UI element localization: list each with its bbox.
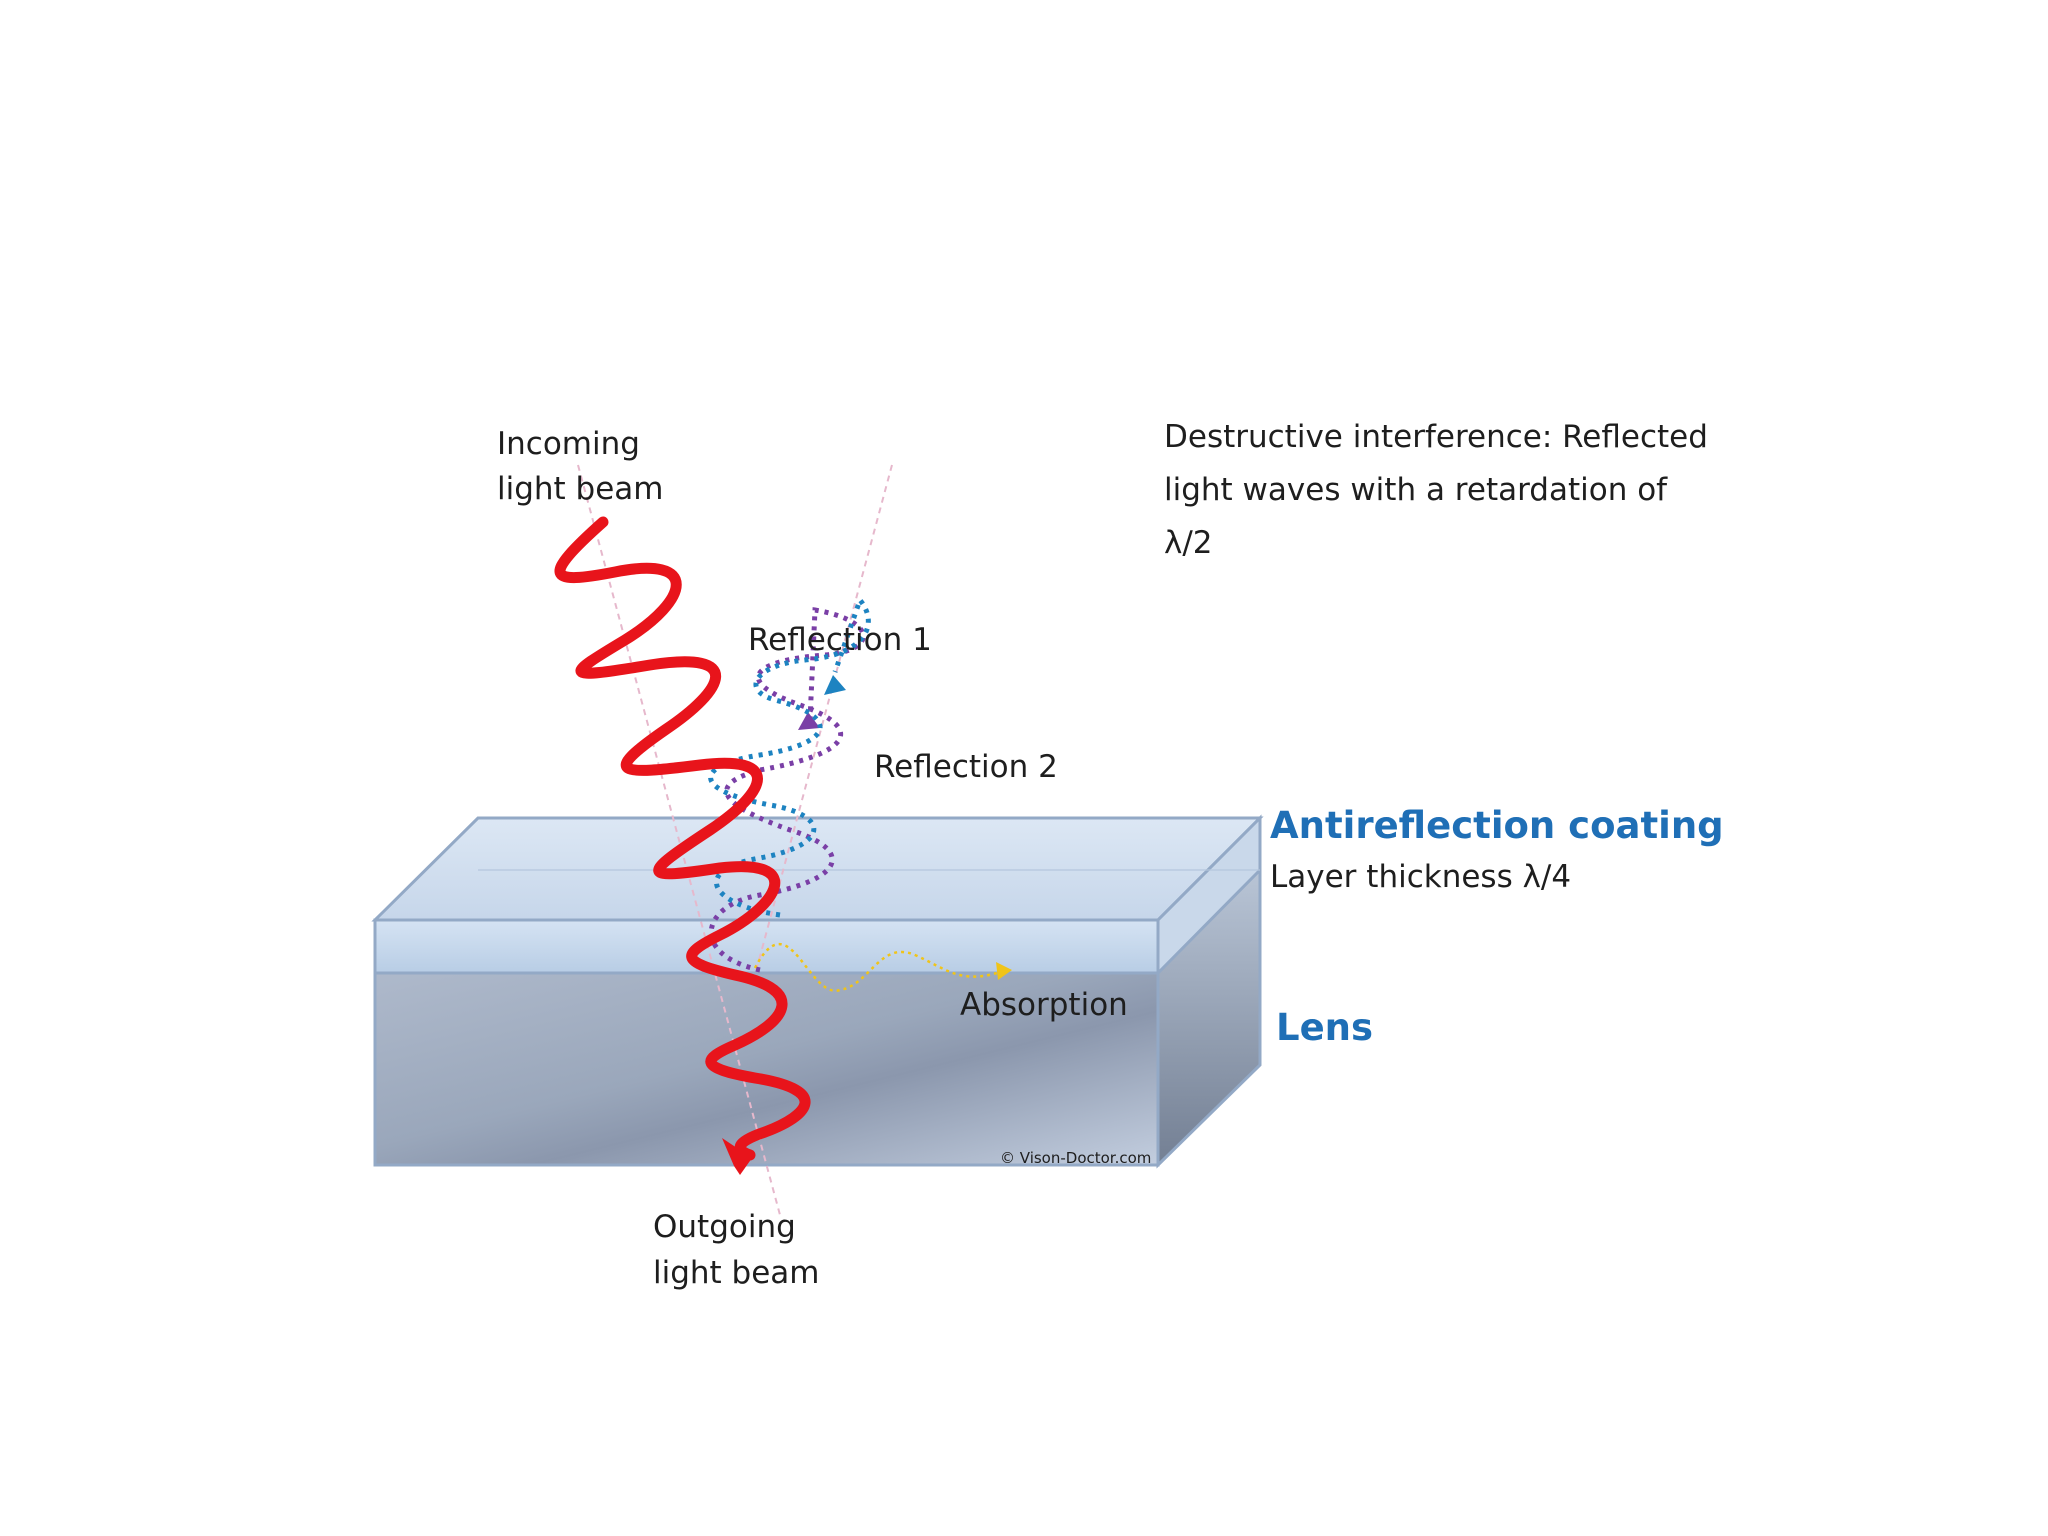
coating-layer	[371, 814, 1264, 977]
lens-label: Lens	[1276, 1006, 1373, 1049]
copyright-text: © Vison-Doctor.com	[1000, 1149, 1151, 1167]
normal-guide-line	[577, 464, 781, 1216]
waves	[554, 516, 1012, 1175]
reflection2-label: Reflection 2	[874, 749, 1058, 785]
absorption-arrowhead	[996, 962, 1012, 980]
reflection1-label: Reflection 1	[748, 622, 932, 658]
incoming-light-wave	[554, 516, 811, 1161]
reflection2-arrowhead	[798, 712, 820, 730]
reflection1-arrowhead	[824, 675, 846, 695]
coating-title-label: Antireflection coating	[1270, 804, 1724, 847]
incoming-label-line1: Incoming	[497, 426, 640, 462]
incoming-label-line2: light beam	[497, 471, 664, 507]
text-labels: Incoming light beam Destructive interfer…	[497, 419, 1724, 1291]
absorption-label: Absorption	[960, 987, 1128, 1023]
interference-text-line3: λ/2	[1164, 525, 1213, 561]
reflection1-wave	[708, 594, 871, 918]
reflection2-wave	[708, 607, 866, 973]
interference-text-line2: light waves with a retardation of	[1164, 472, 1668, 508]
outgoing-arrowhead	[722, 1138, 752, 1175]
coating-thickness-label: Layer thickness λ/4	[1270, 859, 1571, 895]
outgoing-label-line1: Outgoing	[653, 1209, 796, 1245]
interference-text-line1: Destructive interference: Reflected	[1164, 419, 1708, 455]
outgoing-label-line2: light beam	[653, 1255, 820, 1291]
coating-front-face	[373, 918, 1160, 975]
